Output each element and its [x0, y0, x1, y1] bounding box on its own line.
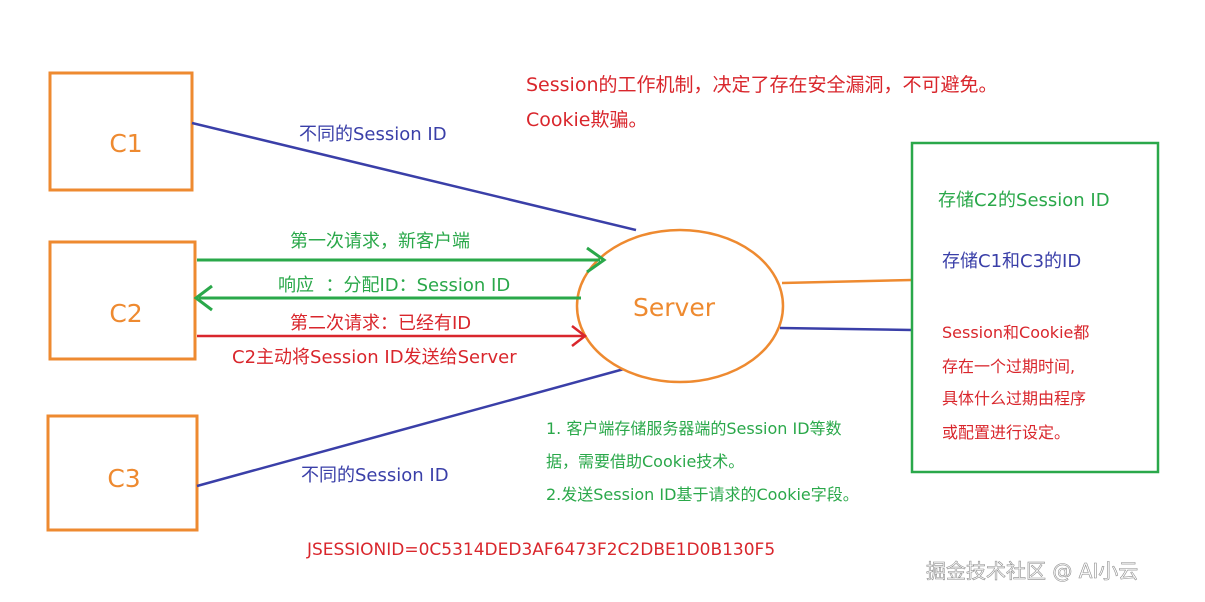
first-request-arrow — [197, 246, 607, 274]
c3-server-line — [196, 367, 625, 488]
first-request-label: 第一次请求，新客户端 — [290, 231, 470, 252]
client-c3: C3 — [46, 414, 199, 532]
second-request-arrow — [197, 325, 588, 347]
client-c3-label: C3 — [107, 464, 140, 493]
server-node: Server — [575, 228, 785, 384]
note-line1: 1. 客户端存储服务器端的Session ID等数 — [546, 419, 842, 438]
jsessionid-value: JSESSIONID=0C5314DED3AF6473F2C2DBE1D0B13… — [306, 540, 775, 560]
expiry-line3: 具体什么过期由程序 — [942, 389, 1086, 408]
client-c1: C1 — [48, 71, 194, 192]
response-label: 响应 ：分配ID：Session ID — [278, 275, 510, 296]
server-label: Server — [633, 293, 716, 322]
header-note-line2: Cookie欺骗。 — [526, 109, 648, 131]
server-ellipse — [575, 228, 785, 384]
expiry-line2: 存在一个过期时间, — [942, 357, 1075, 376]
stores-c2-label: 存储C2的Session ID — [938, 190, 1110, 211]
c1-server-line — [191, 121, 637, 232]
client-c2: C2 — [48, 240, 197, 361]
note-line2: 据，需要借助Cookie技术。 — [546, 452, 744, 471]
stores-c1-c3-label: 存储C1和C3的ID — [942, 251, 1081, 272]
second-request-label: 第二次请求：已经有ID — [290, 313, 471, 334]
c2-sends-label: C2主动将Session ID发送给Server — [232, 347, 517, 368]
expiry-line4: 或配置进行设定。 — [942, 423, 1070, 442]
client-c1-box — [48, 71, 194, 192]
note-line3: 2.发送Session ID基于请求的Cookie字段。 — [546, 485, 859, 504]
client-c3-box — [46, 414, 199, 532]
server-storage-line-c2 — [781, 278, 913, 285]
header-note-line1: Session的工作机制，决定了存在安全漏洞，不可避免。 — [526, 74, 998, 96]
storage-box — [910, 141, 1160, 474]
c3-arrow-label: 不同的Session ID — [301, 465, 449, 486]
client-c2-box — [48, 240, 197, 361]
server-storage-line-others — [779, 326, 913, 332]
watermark: 掘金技术社区 @ AI小云 — [926, 559, 1138, 583]
expiry-line1: Session和Cookie都 — [942, 323, 1089, 342]
response-arrow — [193, 284, 581, 312]
c1-arrow-label: 不同的Session ID — [299, 124, 447, 145]
client-c1-label: C1 — [109, 129, 142, 158]
client-c2-label: C2 — [109, 299, 142, 328]
